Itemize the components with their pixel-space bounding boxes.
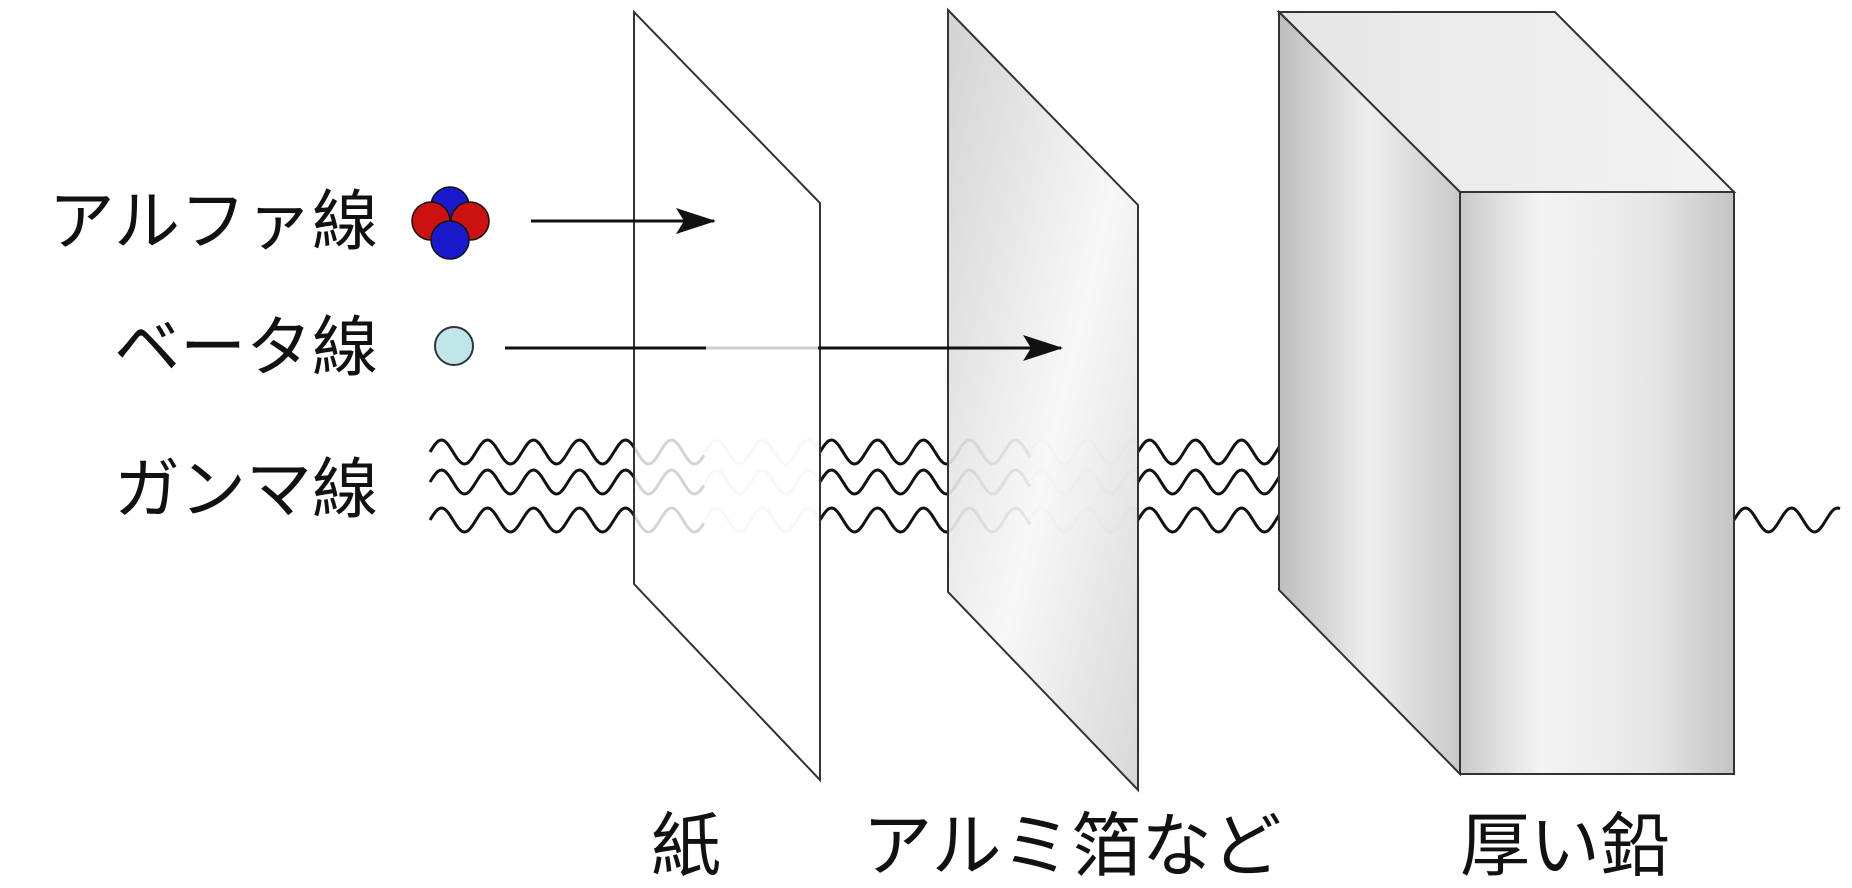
gamma-ray-label: ガンマ線	[114, 451, 378, 528]
beta-particle-icon	[434, 326, 474, 366]
lead-block	[1276, 9, 1737, 777]
lead-label: 厚い鉛	[1460, 805, 1670, 887]
beta-ray-label: ベータ線	[114, 309, 378, 386]
paper-sheet	[633, 9, 821, 783]
paper-label: 紙	[651, 805, 721, 887]
alpha-ray-label: アルファ線	[49, 183, 378, 260]
alpha-particle-icon	[411, 186, 490, 260]
gamma-wave-row-3-segment-7	[1732, 506, 1841, 534]
aluminium-label: アルミ箔など	[862, 805, 1281, 887]
aluminium-foil-sheet	[947, 7, 1139, 793]
